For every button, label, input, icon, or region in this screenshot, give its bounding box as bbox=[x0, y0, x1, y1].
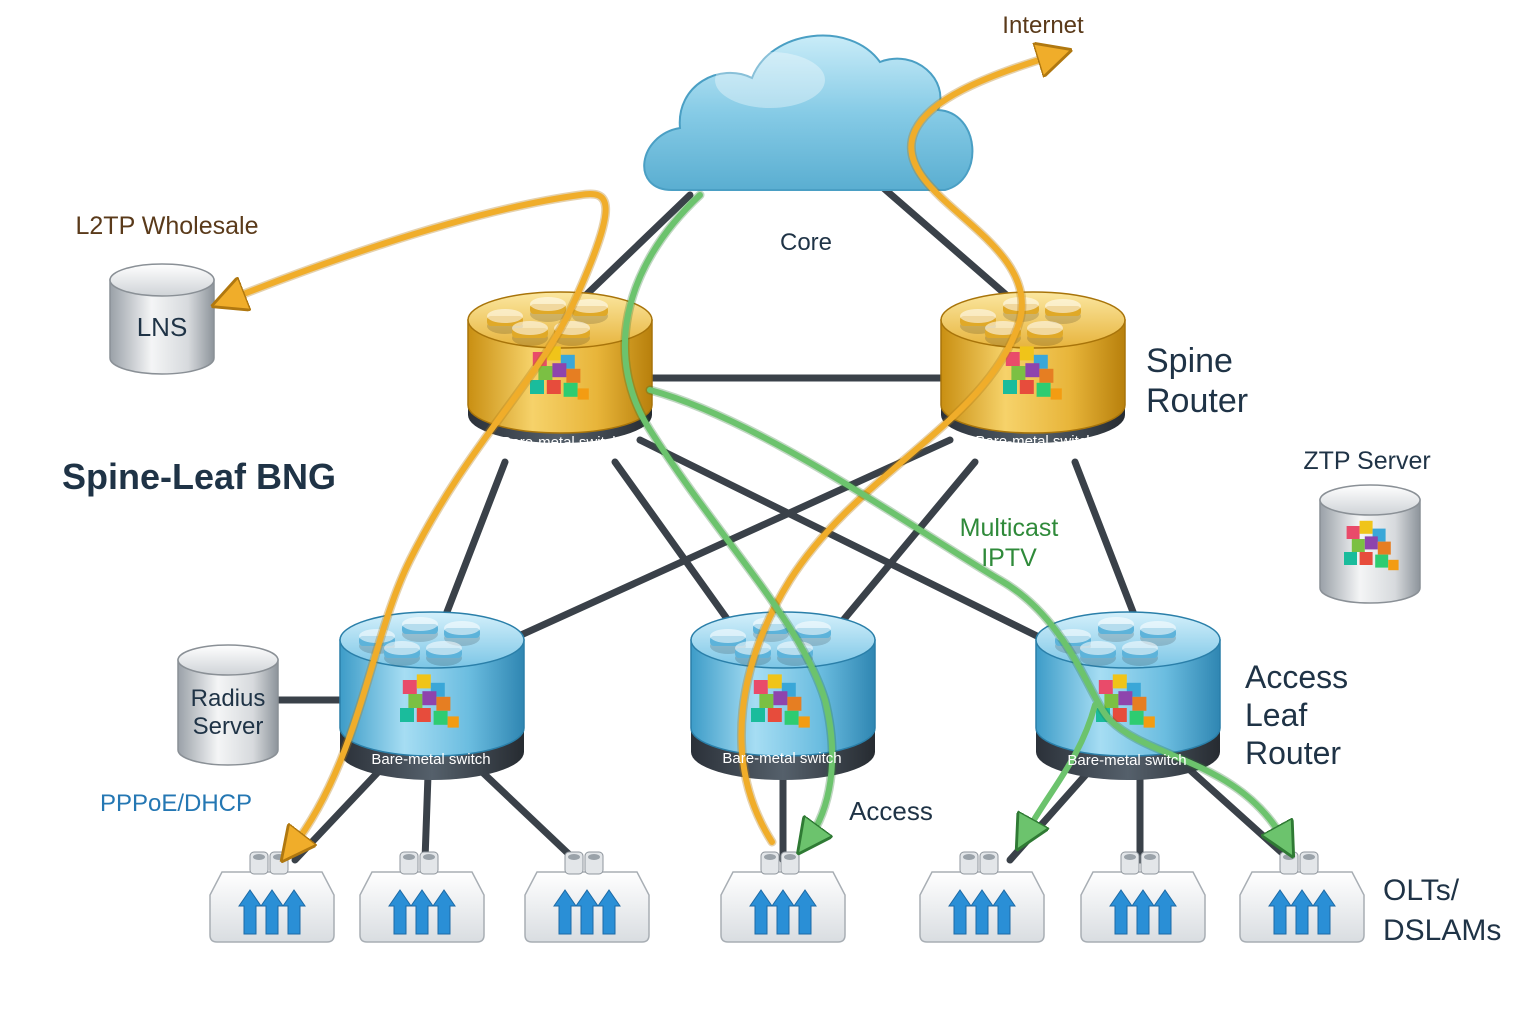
olt-devices bbox=[209, 851, 1365, 943]
access-leaf-router-line3: Router bbox=[1245, 735, 1341, 771]
core-cloud-icon bbox=[643, 34, 974, 191]
switch-label-spine-left: Bare-metal switch bbox=[501, 434, 620, 451]
olt-device-icon bbox=[720, 851, 846, 943]
flow-multicast-mid-arrow bbox=[621, 192, 836, 840]
pppoe-dhcp-label: PPPoE/DHCP bbox=[100, 790, 252, 817]
flow-internet-arrow bbox=[738, 55, 1055, 845]
switch-label-spine-right: Bare-metal switch bbox=[975, 433, 1094, 450]
spine-router-label-line1: Spine bbox=[1146, 342, 1233, 380]
flow-l2tp-arrow bbox=[228, 191, 609, 848]
link-spine-left-leaf-mid bbox=[611, 458, 739, 634]
olt-device-icon bbox=[209, 851, 335, 943]
link-leaf-left-olt-1 bbox=[291, 766, 384, 864]
multicast-label-line1: Multicast bbox=[960, 514, 1059, 542]
spine-switch-right bbox=[940, 291, 1126, 443]
diagram-title: Spine-Leaf BNG bbox=[62, 456, 336, 497]
leaf-switch-left bbox=[339, 611, 525, 780]
flow-multicast-right-arrow bbox=[647, 387, 1285, 842]
link-spine-left-leaf-right bbox=[636, 436, 1049, 644]
olts-label-line2: DSLAMs bbox=[1383, 914, 1501, 947]
access-label: Access bbox=[849, 796, 933, 826]
olt-device-icon bbox=[919, 851, 1045, 943]
olt-device-icon bbox=[524, 851, 650, 943]
switch-label-leaf-right: Bare-metal switch bbox=[1067, 752, 1186, 769]
ztp-server-icon bbox=[1319, 484, 1421, 604]
spine-router-label-line2: Router bbox=[1146, 382, 1248, 420]
link-leaf-right-olt-7 bbox=[1186, 766, 1294, 864]
access-leaf-router-line1: Access bbox=[1245, 659, 1348, 695]
olt-device-icon bbox=[1080, 851, 1206, 943]
multicast-label-line2: IPTV bbox=[981, 544, 1037, 572]
access-leaf-router-line2: Leaf bbox=[1245, 697, 1307, 733]
switch-label-leaf-left: Bare-metal switch bbox=[371, 751, 490, 768]
l2tp-wholesale-label: L2TP Wholesale bbox=[76, 212, 259, 240]
traffic-flows bbox=[228, 55, 1285, 848]
link-spine-right-leaf-right bbox=[1071, 458, 1144, 634]
network-links bbox=[266, 181, 1294, 864]
radius-server-label-line2: Server bbox=[193, 713, 264, 740]
flow-multicast-branch-path bbox=[1025, 702, 1098, 835]
radius-server-label-line1: Radius bbox=[191, 685, 266, 712]
link-leaf-right-olt-5 bbox=[1006, 766, 1094, 864]
switch-label-leaf-mid: Bare-metal switch bbox=[722, 750, 841, 767]
link-leaf-left-olt-2 bbox=[421, 771, 432, 864]
core-label: Core bbox=[780, 229, 832, 256]
olts-label-line1: OLTs/ bbox=[1383, 874, 1460, 907]
link-leaf-left-olt-3 bbox=[476, 766, 579, 864]
olt-device-icon bbox=[359, 851, 485, 943]
link-spine-left-leaf-left bbox=[436, 458, 509, 634]
internet-label: Internet bbox=[1002, 12, 1084, 39]
link-spine-right-leaf-mid bbox=[831, 458, 979, 634]
olt-device-icon bbox=[1239, 851, 1365, 943]
spine-switch-left bbox=[467, 291, 653, 443]
ztp-server-label: ZTP Server bbox=[1303, 447, 1430, 475]
lns-server-icon bbox=[109, 263, 215, 375]
lns-label: LNS bbox=[137, 312, 188, 342]
